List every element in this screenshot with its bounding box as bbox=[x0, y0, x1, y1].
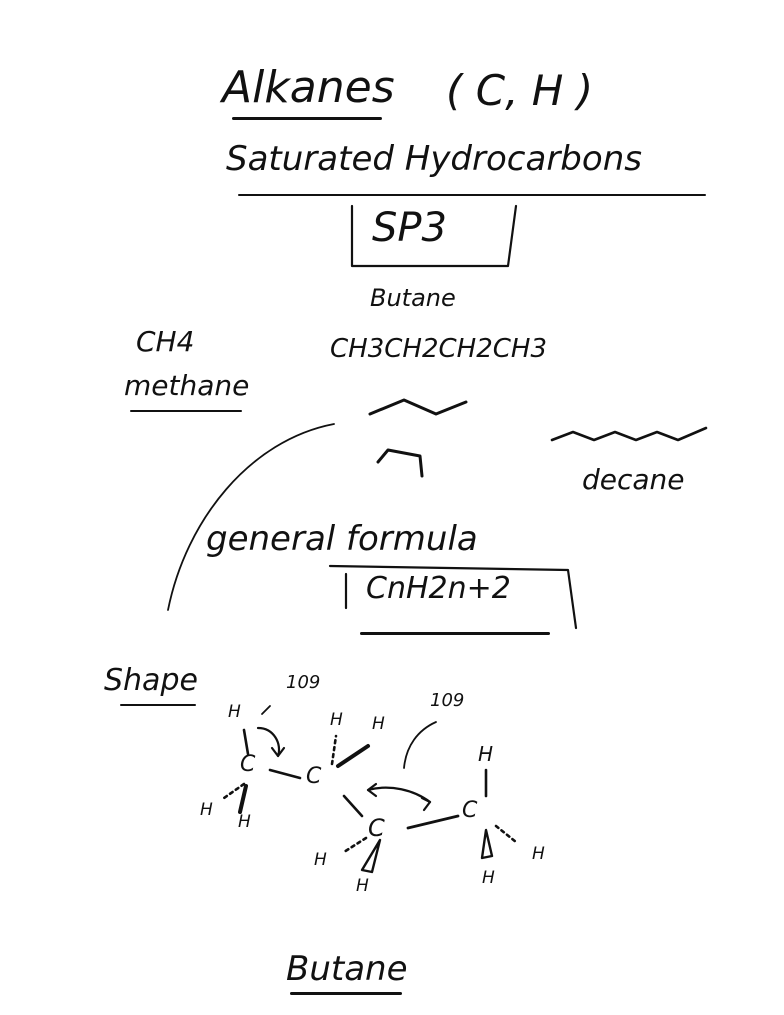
sp3-box bbox=[352, 206, 516, 266]
general-formula-box bbox=[330, 566, 576, 628]
butane-hook bbox=[378, 450, 422, 476]
angle-marker-left bbox=[262, 706, 270, 714]
bond-c1-c2 bbox=[270, 770, 300, 778]
decane-zigzag bbox=[552, 428, 706, 440]
bond-c2-h-dash bbox=[332, 736, 336, 764]
angle-marker-right bbox=[404, 722, 436, 768]
butane-zigzag bbox=[370, 400, 466, 414]
bond-c1-h-wedge bbox=[240, 786, 246, 812]
bond-c1-h bbox=[244, 730, 248, 754]
bond-c1-h-dash bbox=[224, 784, 244, 798]
bond-c2-h-wedge bbox=[338, 746, 368, 766]
bond-c3-c4 bbox=[408, 816, 458, 828]
sweep-arc bbox=[168, 424, 334, 610]
bond-c3-h-wedge bbox=[362, 840, 380, 872]
bond-c4-h-dash bbox=[496, 826, 516, 842]
bond-c4-h-wedge bbox=[482, 830, 492, 858]
bond-c2-c3 bbox=[344, 796, 362, 816]
double-arrow bbox=[368, 788, 430, 802]
bond-c3-h-dash bbox=[344, 838, 366, 852]
